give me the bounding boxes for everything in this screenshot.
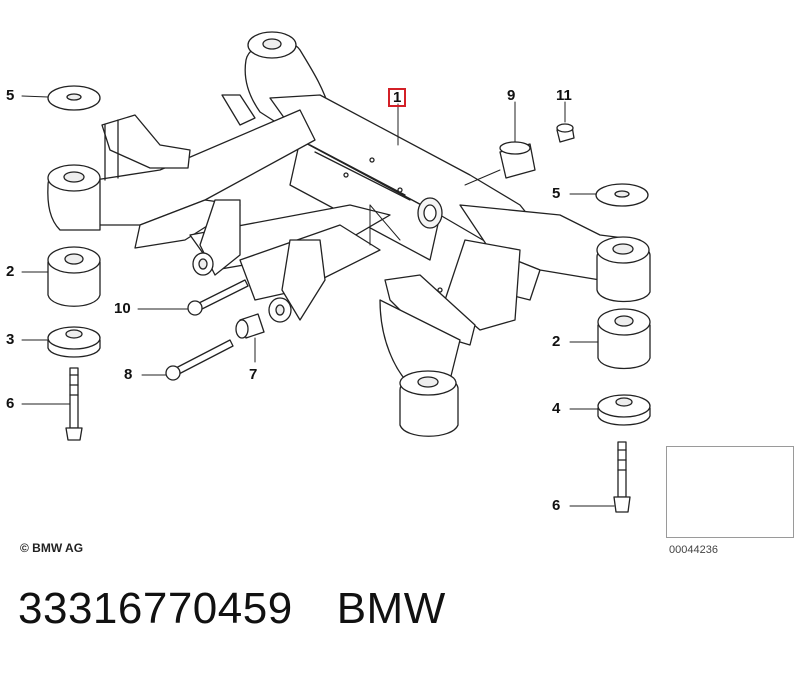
bushing-right <box>597 308 651 370</box>
callout-10: 10 <box>114 300 131 317</box>
washer-top-right <box>595 183 649 207</box>
brand-name: BMW <box>336 584 446 633</box>
callout-1: 1 <box>388 88 407 107</box>
callout-5-right: 5 <box>552 185 561 202</box>
bolt-short <box>165 339 234 381</box>
footer-caption: 33316770459 BMW <box>18 584 490 634</box>
bolt-long <box>187 279 249 316</box>
callout-3: 3 <box>6 331 15 348</box>
part-number: 33316770459 <box>18 584 293 633</box>
rear-subframe <box>47 31 651 437</box>
callout-2-left: 2 <box>6 263 15 280</box>
callout-7: 7 <box>249 366 258 383</box>
callout-8: 8 <box>124 366 133 383</box>
small-bushing <box>235 313 265 339</box>
callout-2-right: 2 <box>552 333 561 350</box>
washer-top-left <box>47 85 101 111</box>
callout-4: 4 <box>552 400 561 417</box>
callout-6-right: 6 <box>552 497 561 514</box>
bolt-left <box>65 367 83 441</box>
washer-right <box>597 394 651 426</box>
reference-number: 00044236 <box>669 544 718 556</box>
reference-box <box>666 446 794 538</box>
bushing-left <box>47 246 101 307</box>
copyright-text: © BMW AG <box>20 541 84 555</box>
bushing-upper <box>499 141 536 179</box>
callout-5-left: 5 <box>6 87 15 104</box>
washer-mid-left <box>47 326 101 358</box>
nut <box>556 123 575 143</box>
bolt-right <box>613 441 631 513</box>
callout-9: 9 <box>507 87 516 104</box>
callout-11: 11 <box>556 87 572 104</box>
leader-lines <box>21 95 615 507</box>
callout-6-left: 6 <box>6 395 15 412</box>
